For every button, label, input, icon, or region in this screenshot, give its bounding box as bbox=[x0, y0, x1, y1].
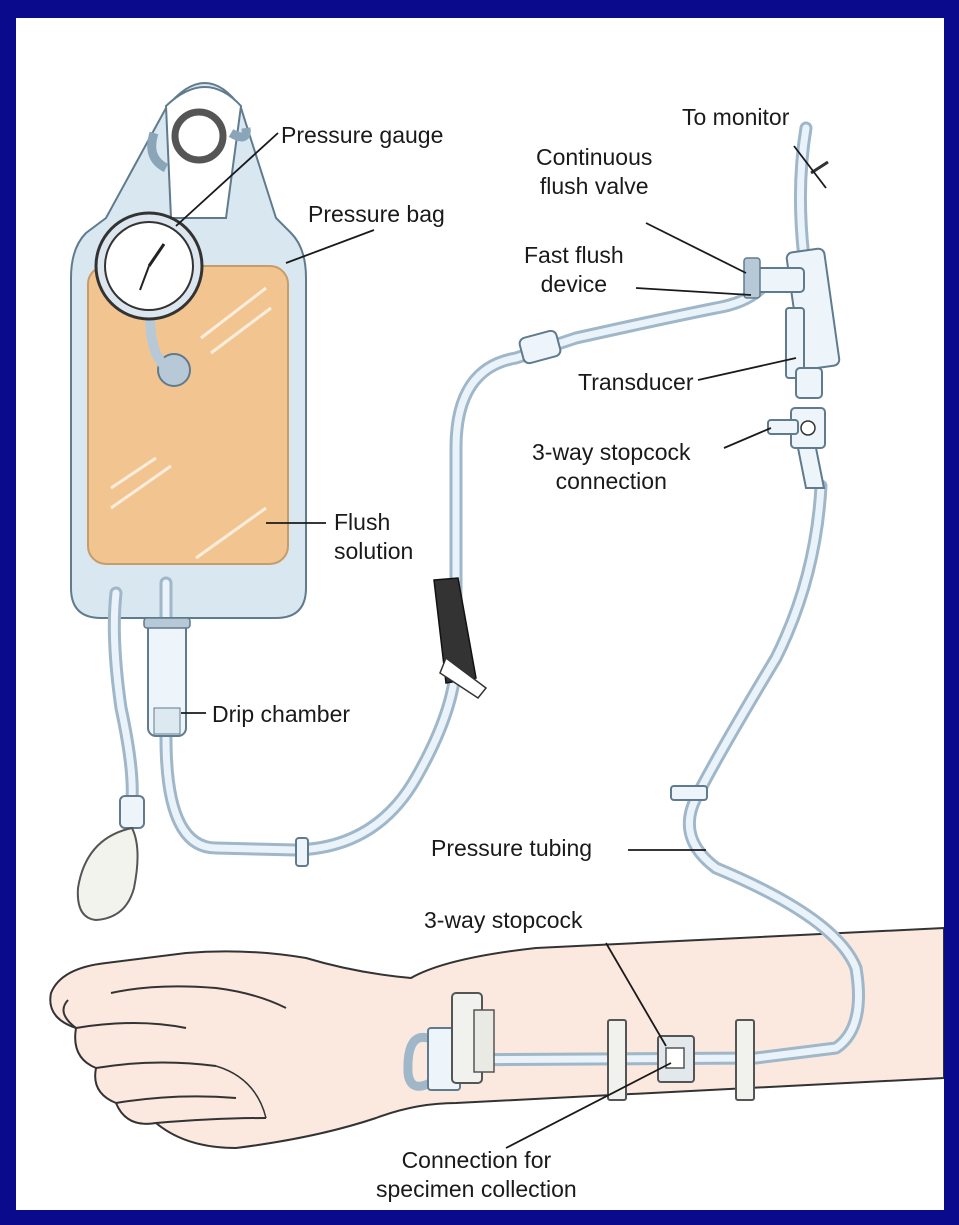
label-flush-solution-line2: solution bbox=[334, 537, 413, 566]
diagram-panel: Pressure gauge Pressure bag Flush soluti… bbox=[16, 18, 944, 1210]
label-three-way-stopcock: 3-way stopcock bbox=[424, 906, 583, 935]
label-flush-solution: Flush solution bbox=[334, 508, 413, 566]
label-fast-flush-device-line2: device bbox=[524, 270, 624, 299]
label-transducer: Transducer bbox=[578, 368, 693, 397]
transducer-assembly bbox=[744, 248, 840, 398]
inflation-bulb bbox=[78, 796, 144, 920]
label-pressure-bag: Pressure bag bbox=[308, 200, 445, 229]
upper-stopcock bbox=[768, 408, 825, 488]
label-continuous-flush-valve-line1: Continuous bbox=[536, 143, 652, 172]
label-flush-solution-line1: Flush bbox=[334, 508, 413, 537]
tubing-connector bbox=[518, 330, 561, 365]
label-specimen-connection-line1: Connection for bbox=[376, 1146, 577, 1175]
label-stopcock-connection-line2: connection bbox=[532, 467, 691, 496]
label-stopcock-connection: 3-way stopcock connection bbox=[532, 438, 691, 496]
arterial-line-diagram bbox=[16, 18, 944, 1210]
forearm-and-hand bbox=[50, 928, 944, 1148]
label-continuous-flush-valve-line2: flush valve bbox=[536, 172, 652, 201]
label-continuous-flush-valve: Continuous flush valve bbox=[536, 143, 652, 201]
label-to-monitor: To monitor bbox=[682, 103, 789, 132]
label-fast-flush-device: Fast flush device bbox=[524, 241, 624, 299]
tubing-connector bbox=[296, 838, 308, 866]
tubing-connector bbox=[671, 786, 707, 800]
label-specimen-connection: Connection for specimen collection bbox=[376, 1146, 577, 1204]
label-specimen-connection-line2: specimen collection bbox=[376, 1175, 577, 1204]
label-stopcock-connection-line1: 3-way stopcock bbox=[532, 438, 691, 467]
label-drip-chamber: Drip chamber bbox=[212, 700, 350, 729]
roller-clamp bbox=[434, 578, 486, 698]
label-pressure-gauge: Pressure gauge bbox=[281, 121, 443, 150]
label-fast-flush-device-line1: Fast flush bbox=[524, 241, 624, 270]
label-pressure-tubing: Pressure tubing bbox=[431, 834, 592, 863]
